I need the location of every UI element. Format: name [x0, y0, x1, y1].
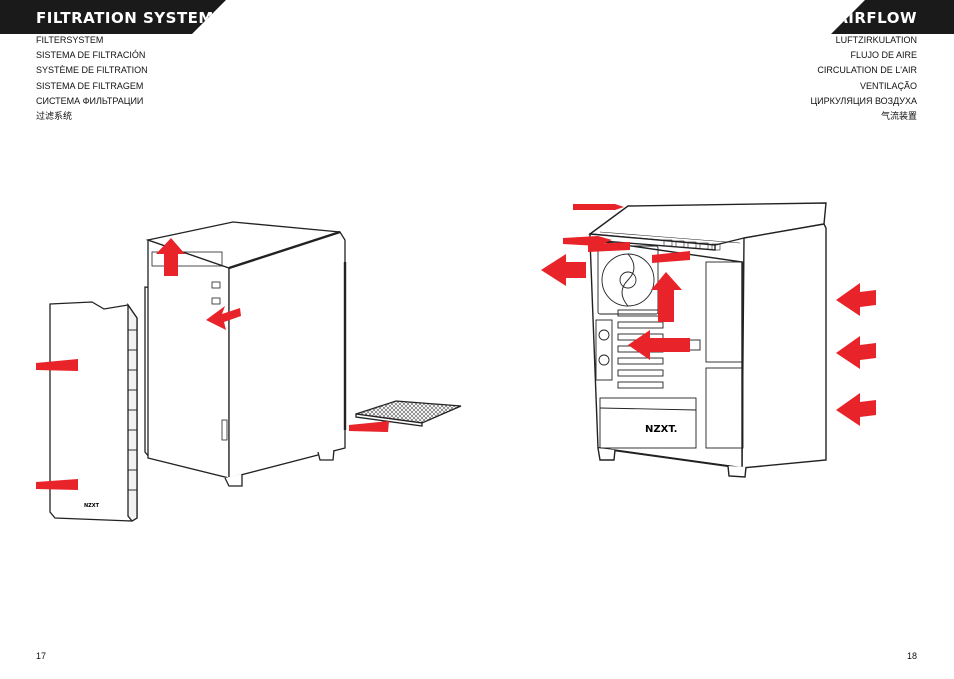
- airflow-arrows: [541, 204, 876, 426]
- translation-ru: СИСТЕМА ФИЛЬТРАЦИИ: [36, 95, 144, 106]
- airflow-title: AIRFLOW: [836, 9, 917, 27]
- translation-ru: ЦИРКУЛЯЦИЯ ВОЗДУХА: [810, 95, 917, 106]
- bottom-dust-filter: [355, 400, 462, 427]
- arrow-left-icon: [652, 251, 690, 263]
- removed-front-panel: [49, 301, 138, 522]
- filtration-system-title: FILTRATION SYSTEM: [36, 9, 214, 27]
- page-number-left: 17: [36, 651, 47, 661]
- translation-pt: VENTILAÇÃO: [859, 80, 917, 91]
- translation-de: LUFTZIRKULATION: [835, 35, 917, 45]
- arrow-left-icon: [836, 283, 876, 316]
- translation-es: SISTEMA DE FILTRACIÓN: [36, 50, 146, 61]
- left-pc-case: [145, 221, 347, 487]
- arrow-right-icon: [349, 421, 389, 432]
- translation-es: FLUJO DE AIRE: [850, 50, 917, 61]
- translation-de: FILTERSYSTEM: [36, 35, 104, 45]
- filtration-translations: FILTERSYSTEM SISTEMA DE FILTRACIÓN SYSTÈ…: [36, 33, 148, 124]
- translation-fr: SYSTÈME DE FILTRATION: [36, 65, 148, 76]
- arrow-left-icon: [36, 479, 78, 490]
- translation-fr: CIRCULATION DE L'AIR: [817, 65, 917, 76]
- front-panel-logo: NZXT: [84, 503, 100, 509]
- arrow-left-icon: [836, 336, 876, 369]
- translation-pt: SISTEMA DE FILTRAGEM: [36, 80, 144, 91]
- arrow-right-icon: [573, 204, 624, 210]
- right-pc-case: [588, 202, 827, 478]
- arrow-up-icon: [651, 272, 682, 322]
- page-number-right: 18: [906, 651, 917, 661]
- arrow-left-icon: [541, 254, 586, 286]
- filtration-system-banner: FILTRATION SYSTEM: [0, 0, 226, 34]
- arrow-left-icon: [836, 393, 876, 426]
- case-logo: NZXT.: [645, 424, 677, 435]
- translation-zh: 气流装置: [880, 111, 917, 122]
- arrow-left-icon: [206, 306, 241, 330]
- translation-zh: 过滤系统: [36, 111, 73, 122]
- airflow-translations: LUFTZIRKULATION FLUJO DE AIRE CIRCULATIO…: [811, 33, 917, 124]
- arrow-up-icon: [156, 238, 185, 276]
- arrow-left-icon: [588, 242, 630, 252]
- arrow-left-icon: [36, 359, 78, 371]
- filtration-airflow-arrows: [36, 238, 389, 490]
- arrow-left-icon: [628, 330, 690, 360]
